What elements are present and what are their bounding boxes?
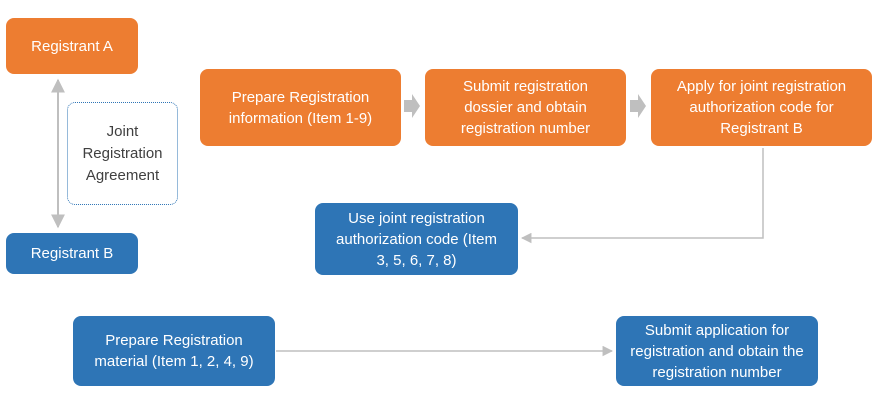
submit-application-step: Submit application for registration and … bbox=[616, 316, 818, 386]
apply-code-step: Apply for joint registration authorizati… bbox=[651, 69, 872, 146]
registrant-a-box: Registrant A bbox=[6, 18, 138, 74]
registrant-b-label: Registrant B bbox=[30, 245, 114, 262]
use-code-label: Use joint registration authorization cod… bbox=[336, 209, 497, 269]
agreement-label: Joint Registration Agreement bbox=[82, 122, 163, 184]
use-code-step: Use joint registration authorization cod… bbox=[315, 203, 518, 275]
prepare-material-step: Prepare Registration material (Item 1, 2… bbox=[73, 316, 275, 386]
flow-arrow-1 bbox=[404, 94, 420, 118]
registrant-a-label: Registrant A bbox=[31, 37, 113, 55]
registrant-b-box: Registrant B bbox=[6, 233, 138, 274]
submit-dossier-label: Submit registration dossier and obtain r… bbox=[460, 78, 591, 137]
prepare-material-label: Prepare Registration material (Item 1, 2… bbox=[94, 332, 254, 370]
apply-code-label: Apply for joint registration authorizati… bbox=[676, 78, 847, 137]
authorization-connector bbox=[520, 148, 764, 244]
prepare-info-label: Prepare Registration information (Item 1… bbox=[228, 88, 373, 127]
submit-application-label: Submit application for registration and … bbox=[630, 321, 804, 381]
prepare-info-step: Prepare Registration information (Item 1… bbox=[200, 69, 401, 146]
submit-dossier-step: Submit registration dossier and obtain r… bbox=[425, 69, 626, 146]
flow-arrow-2 bbox=[630, 94, 646, 118]
joint-registration-agreement-box: Joint Registration Agreement bbox=[67, 102, 178, 205]
